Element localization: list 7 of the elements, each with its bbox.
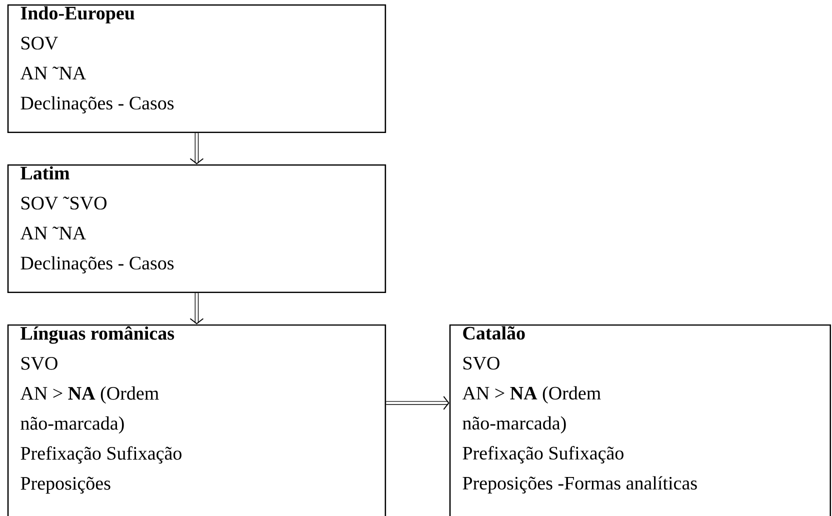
text-box: Indo-Europeu SOV AN ˜NA Declinações - Casos bbox=[7, 4, 386, 134]
text-box: Catalão SVO AN > NA (Ordem não-marcada) Prefixação Sufixação Preposições -Formas analíticas bbox=[449, 324, 832, 516]
text-box: Latim SOV ˜SVO AN ˜NA Declinações - Casos bbox=[7, 164, 386, 294]
text-box: Línguas românicas SVO AN > NA (Ordem não-marcada) Prefixação Sufixação Preposições bbox=[7, 324, 386, 516]
arrow bbox=[190, 293, 204, 324]
arrow bbox=[190, 133, 204, 164]
arrow bbox=[386, 396, 450, 410]
